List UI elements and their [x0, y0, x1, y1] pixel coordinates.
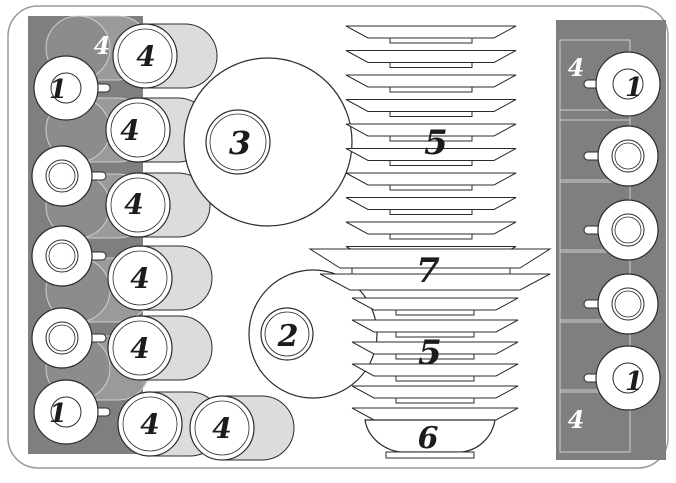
- plate-large: [183, 57, 353, 227]
- plate-rim: [351, 363, 519, 377]
- plate-rim: [351, 319, 519, 333]
- plate-small: [248, 269, 378, 399]
- plate-foot: [389, 160, 473, 166]
- label-bowl: 6: [418, 421, 439, 456]
- plate-rim: [351, 407, 519, 421]
- label-plate-wide: 7: [416, 251, 440, 291]
- plate-rim: [351, 297, 519, 311]
- plate-foot: [389, 62, 473, 68]
- cup-large: [112, 23, 218, 89]
- plate-foot: [389, 184, 473, 191]
- label-cups-large-right: 4: [568, 53, 585, 82]
- cup-large: [107, 245, 213, 311]
- cup-large: [107, 315, 213, 381]
- plate-rim: [345, 172, 517, 186]
- label-cups-large: 4: [140, 408, 159, 441]
- cups-small-column: [31, 55, 111, 445]
- plate-rim: [345, 25, 517, 39]
- label-cups-large: 4: [136, 40, 155, 73]
- label-cups-large: 4: [130, 332, 149, 365]
- plate-rim: [345, 74, 517, 88]
- label-plate-small: 2: [277, 319, 299, 354]
- cup-large: [189, 395, 295, 461]
- plate-foot: [395, 309, 475, 316]
- label-plates-stack-lower: 5: [418, 333, 442, 373]
- plate-foot: [389, 209, 473, 215]
- plate-foot: [389, 111, 473, 117]
- plate-rim: [351, 385, 519, 399]
- label-cups-large-ghost: 4: [94, 31, 111, 60]
- plate-rim: [345, 123, 517, 137]
- label-cups-large: 4: [130, 262, 149, 295]
- label-cups-large: 4: [212, 412, 231, 445]
- plate-rim: [345, 148, 517, 161]
- plate-rim: [345, 50, 517, 63]
- label-cups-small-right: 1: [625, 367, 643, 397]
- plate-rim: [345, 99, 517, 112]
- plate-foot: [395, 331, 475, 338]
- label-cups-large-right: 4: [568, 405, 585, 434]
- label-cups-small: 1: [49, 399, 67, 429]
- label-plates-stack-upper: 5: [424, 123, 448, 163]
- label-plate-large: 3: [229, 124, 251, 162]
- plate-wide: [308, 248, 552, 291]
- plate-foot: [395, 375, 475, 382]
- plate-foot: [395, 353, 475, 360]
- plate-rim: [345, 197, 517, 210]
- bowl: [364, 419, 496, 459]
- plate-rim: [351, 341, 519, 355]
- plate-foot: [389, 86, 473, 93]
- plate-foot: [395, 397, 475, 404]
- label-cups-small: 1: [49, 75, 67, 105]
- plate-foot: [389, 233, 473, 240]
- plate-rim: [345, 221, 517, 235]
- label-cups-small-right: 1: [625, 73, 643, 103]
- plate-foot: [389, 37, 473, 44]
- cups-small-right-column: [583, 51, 661, 411]
- plate-foot: [389, 135, 473, 142]
- label-cups-large: 4: [124, 188, 143, 221]
- label-cups-large: 4: [120, 114, 139, 147]
